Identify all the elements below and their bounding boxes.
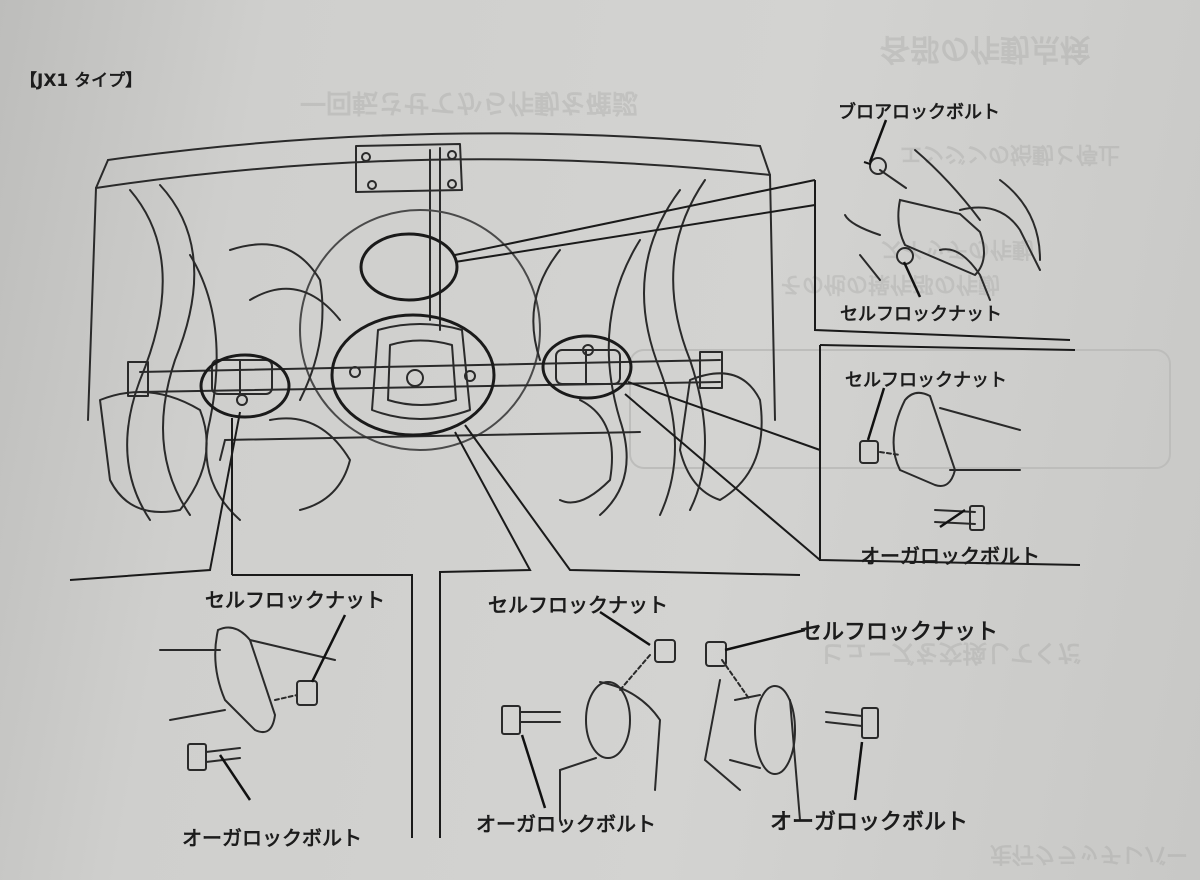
callout-auger-lock-bolt: オーガロックボルト (476, 812, 656, 836)
callout-auger-lock-bolt: オーガロックボルト (182, 826, 362, 850)
callout-auger-lock-bolt: オーガロックボルト (860, 544, 1040, 568)
callout-blower-lock-bolt: ブロアロックボルト (838, 102, 1000, 123)
callout-self-lock-nut: セルフロックナット (488, 593, 668, 617)
callout-self-lock-nut: セルフロックナット (845, 370, 1007, 391)
callout-auger-lock-bolt: オーガロックボルト (770, 810, 969, 835)
callout-self-lock-nut: セルフロックナット (800, 620, 999, 645)
section-tag: 【JX1 タイプ】 (20, 71, 143, 91)
callout-self-lock-nut: セルフロックナット (205, 588, 385, 612)
callout-self-lock-nut: セルフロックナット (840, 304, 1002, 325)
